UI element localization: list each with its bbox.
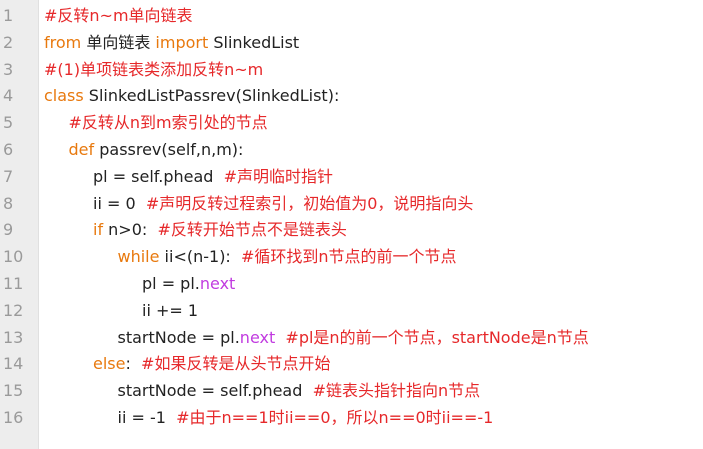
code-text: #(1)单项链表类添加反转n~m [44, 56, 263, 83]
code-token: passrev(self,n,m): [94, 140, 244, 159]
code-token: ii = -1 [117, 408, 177, 427]
code-line[interactable]: 6 def passrev(self,n,m): [0, 136, 703, 163]
line-number: 11 [3, 274, 24, 293]
line-number: 4 [3, 86, 14, 106]
line-number: 7 [3, 166, 14, 186]
code-line[interactable]: 13 startNode = pl.next #pl是n的前一个节点，startN… [0, 324, 703, 351]
code-keyword: def [68, 140, 95, 159]
code-token: SlinkedList [208, 32, 300, 52]
code-text: #反转从n到m索引处的节点 [69, 109, 268, 136]
code-line[interactable]: 1 #反转n~m单向链表 [0, 2, 703, 29]
line-number: 10 [3, 247, 24, 267]
code-text: else: #如果反转是从头节点开始 [93, 350, 330, 377]
code-line[interactable]: 15 startNode = self.phead #链表头指针指向n节点 [0, 377, 703, 404]
code-keyword: else [93, 354, 126, 374]
line-number: 6 [3, 140, 14, 159]
code-text: class SlinkedListPassrev(SlinkedList): [44, 82, 339, 109]
code-comment: #链表头指针指向n节点 [312, 381, 481, 401]
code-line[interactable]: 10 while ii<(n-1): #循环找到n节点的前一个节点 [0, 243, 703, 270]
line-number: 15 [3, 381, 24, 401]
code-comment: #循环找到n节点的前一个节点 [241, 247, 457, 267]
code-text: pl = self.phead #声明临时指针 [93, 163, 333, 190]
code-comment: #pl是n的前一个节点，startNode是n节点 [285, 327, 589, 347]
code-token [275, 328, 285, 347]
code-text: def passrev(self,n,m): [69, 136, 244, 163]
code-line[interactable]: 2 from 单向链表 import SlinkedList [0, 29, 703, 56]
code-comment: #反转n~m单向链表 [44, 6, 193, 25]
line-number: 8 [3, 193, 14, 213]
line-number: 2 [3, 32, 14, 52]
line-number: 1 [3, 6, 14, 25]
code-line[interactable]: 5 #反转从n到m索引处的节点 [0, 109, 703, 136]
code-token: startNode = pl. [117, 327, 240, 347]
code-text: ii = -1 #由于n==1时ii==0，所以n==0时ii==-1 [118, 404, 494, 431]
code-text: while ii<(n-1): #循环找到n节点的前一个节点 [118, 243, 457, 270]
code-text: pl = pl.next [142, 270, 235, 297]
code-line[interactable]: 4 class SlinkedListPassrev(SlinkedList): [0, 82, 703, 109]
code-text: ii = 0 #声明反转过程索引，初始值为0，说明指向头 [93, 190, 473, 217]
code-keyword: import [155, 32, 209, 52]
line-number-gutter [0, 0, 39, 449]
code-line[interactable]: 11 pl = pl.next [0, 270, 703, 297]
code-comment: #反转开始节点不是链表头 [157, 220, 347, 240]
line-number: 5 [3, 113, 14, 133]
code-line[interactable]: 12 ii += 1 [0, 297, 703, 324]
code-keyword: if [93, 220, 104, 240]
code-keyword: while [117, 247, 160, 267]
code-line[interactable]: 3 #(1)单项链表类添加反转n~m [0, 56, 703, 83]
code-attribute: next [199, 274, 236, 293]
code-line[interactable]: 14 else: #如果反转是从头节点开始 [0, 350, 703, 377]
code-comment: #反转从n到m索引处的节点 [68, 113, 268, 133]
code-token: ii += 1 [142, 300, 199, 320]
line-number: 14 [3, 354, 24, 374]
code-token: startNode = self.phead [117, 381, 313, 401]
code-line[interactable]: 9 if n>0: #反转开始节点不是链表头 [0, 216, 703, 243]
line-number: 13 [3, 327, 24, 347]
code-token: SlinkedListPassrev(SlinkedList): [83, 86, 340, 106]
code-line[interactable]: 16 ii = -1 #由于n==1时ii==0，所以n==0时ii==-1 [0, 404, 703, 431]
code-text: startNode = self.phead #链表头指针指向n节点 [118, 377, 481, 404]
code-keyword: class [44, 86, 84, 106]
line-number: 3 [3, 59, 14, 79]
code-comment: #如果反转是从头节点开始 [141, 354, 331, 374]
code-token: pl = pl. [142, 274, 200, 293]
code-keyword: from [44, 32, 82, 52]
code-comment: #由于n==1时ii==0，所以n==0时ii==-1 [176, 408, 494, 427]
code-token: : [125, 354, 142, 374]
code-text: from 单向链表 import SlinkedList [44, 29, 299, 56]
line-number: 16 [3, 408, 24, 427]
code-text: #反转n~m单向链表 [44, 2, 193, 29]
line-number: 9 [3, 220, 14, 240]
line-number: 12 [3, 300, 24, 320]
code-comment: #声明反转过程索引，初始值为0，说明指向头 [145, 193, 474, 213]
code-attribute: next [239, 327, 276, 347]
code-comment: #(1)单项链表类添加反转n~m [44, 59, 264, 79]
code-line[interactable]: 7 pl = self.phead #声明临时指针 [0, 163, 703, 190]
code-line[interactable]: 8 ii = 0 #声明反转过程索引，初始值为0，说明指向头 [0, 190, 703, 217]
code-token: 单向链表 [81, 32, 156, 52]
code-token: ii = 0 [93, 193, 146, 213]
code-token: n>0: [103, 220, 158, 240]
code-token: pl = self.phead [93, 166, 224, 186]
code-text: ii += 1 [142, 297, 198, 324]
code-token: ii<(n-1): [159, 247, 241, 267]
code-comment: #声明临时指针 [223, 166, 334, 186]
code-text: startNode = pl.next #pl是n的前一个节点，startNod… [118, 324, 589, 351]
code-text: if n>0: #反转开始节点不是链表头 [93, 216, 347, 243]
